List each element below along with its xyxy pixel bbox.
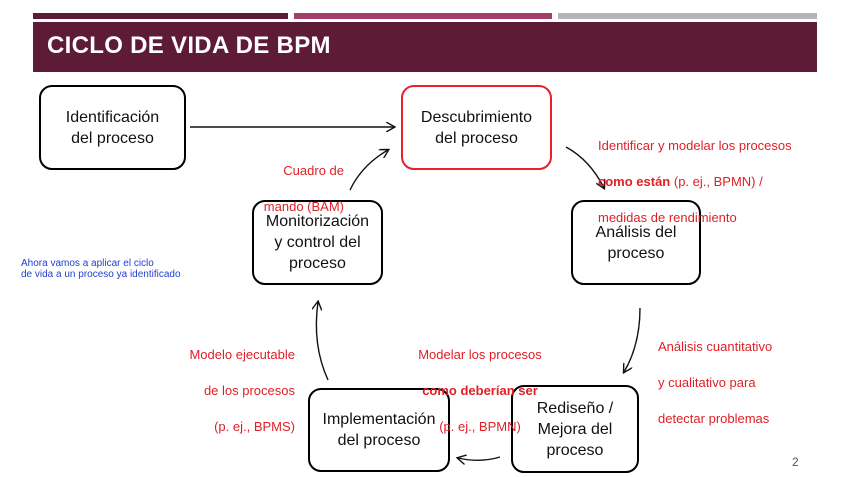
box-rediseno-label: Rediseño / Mejora del proceso: [536, 399, 614, 459]
box-implementacion: Implementación del proceso: [308, 388, 450, 472]
arrow-descubrimiento-to-analisis: [565, 146, 604, 188]
box-descubrimiento: Descubrimiento del proceso: [401, 85, 552, 170]
box-descubrimiento-label: Descubrimiento del proceso: [420, 108, 533, 147]
side-note: Ahora vamos a aplicar el ciclo de vida a…: [21, 258, 181, 280]
arrow-analisis-to-rediseno: [624, 307, 641, 372]
annotation-monitorizacion: Cuadro de mando (BAM): [252, 144, 344, 234]
box-monitorizacion: Monitorización y control del proceso: [252, 200, 383, 285]
header-bar-1: [33, 13, 288, 19]
annotation-descubrimiento-line1: Identificar y modelar los procesos: [598, 138, 792, 153]
arrow-implementacion-to-monitorizacion: [316, 302, 329, 381]
annotation-analisis-line3: detectar problemas: [658, 411, 770, 426]
annotation-rediseno-line1: Modelar los procesos: [418, 347, 542, 362]
page-number: 2: [792, 455, 799, 469]
box-monitorizacion-label: Monitorización y control del proceso: [265, 213, 370, 272]
box-identificacion: Identificación del proceso: [39, 85, 186, 170]
annotation-implementacion: Modelo ejecutable de los procesos (p. ej…: [165, 328, 295, 454]
annotation-descubrimiento-line2: como están (p. ej., BPMN) /: [598, 173, 792, 191]
annotation-analisis: Análisis cuantitativo y cualitativo para…: [658, 320, 772, 446]
annotation-monitorizacion-line2: mando (BAM): [263, 199, 344, 214]
box-analisis-label: Análisis del proceso: [595, 223, 677, 262]
box-analisis: Análisis del proceso: [571, 200, 701, 285]
box-identificacion-label: Identificación del proceso: [65, 108, 160, 147]
annotation-descubrimiento-line2-rest: (p. ej., BPMN) /: [670, 174, 763, 189]
arrow-monitorizacion-to-descubrimiento: [349, 150, 388, 191]
annotation-implementacion-line2: de los procesos: [203, 383, 295, 398]
annotation-implementacion-line3: (p. ej., BPMS): [214, 419, 295, 434]
annotation-descubrimiento: Identificar y modelar los procesos como …: [598, 119, 792, 245]
annotation-rediseno: Modelar los procesos como deberían ser (…: [405, 328, 555, 454]
page-title: CICLO DE VIDA DE BPM: [47, 32, 331, 59]
title-band: CICLO DE VIDA DE BPM: [33, 22, 817, 72]
annotation-descubrimiento-line3: medidas de rendimiento: [598, 210, 737, 225]
annotation-descubrimiento-bold: como están: [598, 174, 671, 189]
annotation-analisis-line2: y cualitativo para: [658, 375, 756, 390]
header-bar-2: [294, 13, 552, 19]
annotation-implementacion-line1: Modelo ejecutable: [189, 347, 295, 362]
annotation-rediseno-bold: como deberían ser: [422, 383, 538, 398]
box-rediseno: Rediseño / Mejora del proceso: [511, 385, 639, 473]
annotation-rediseno-line2: como deberían ser: [405, 382, 555, 400]
header-bar-3: [558, 13, 817, 19]
box-implementacion-label: Implementación del proceso: [322, 411, 436, 449]
annotation-monitorizacion-line1: Cuadro de: [283, 163, 344, 178]
annotation-rediseno-line3: (p. ej., BPMN): [439, 419, 521, 434]
annotation-analisis-line1: Análisis cuantitativo: [658, 339, 773, 354]
arrow-rediseno-to-implementacion: [458, 457, 501, 460]
